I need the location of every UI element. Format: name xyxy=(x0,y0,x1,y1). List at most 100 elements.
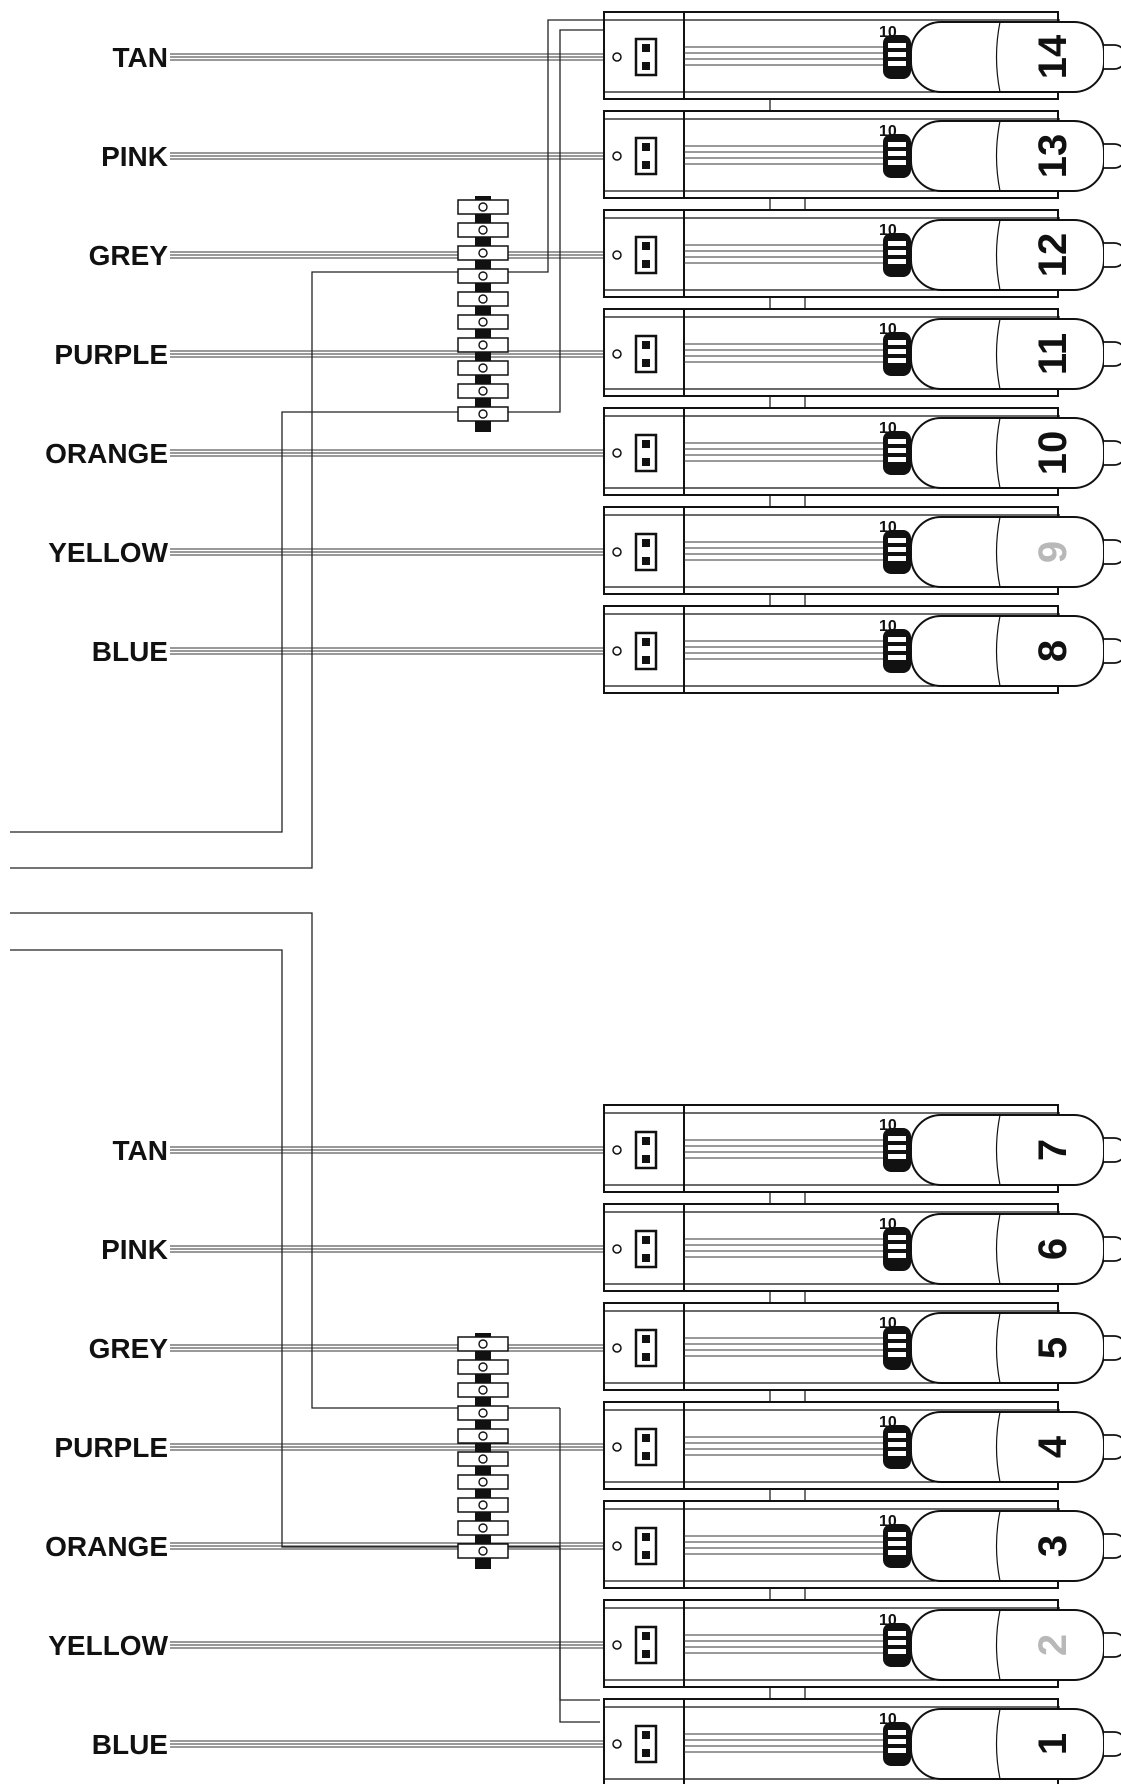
plug-pin xyxy=(642,539,650,547)
plug-pin xyxy=(642,1353,650,1361)
mount-hole xyxy=(612,349,622,359)
lamp-seam xyxy=(995,21,1001,93)
terminal-strip-layer xyxy=(457,196,509,1569)
unit-number-11: 11 xyxy=(1031,333,1075,375)
plug-pin xyxy=(642,1731,650,1739)
plug-pin xyxy=(642,1650,650,1658)
lamp-seam xyxy=(995,417,1001,489)
terminal-screw xyxy=(478,271,488,281)
plug-pin xyxy=(642,161,650,169)
lamp-seam xyxy=(995,318,1001,390)
socket-slot xyxy=(888,358,906,363)
lamp-tip xyxy=(1104,638,1121,664)
socket-slot xyxy=(888,349,906,354)
terminal-screw xyxy=(478,1408,488,1418)
lamp-tip xyxy=(1104,341,1121,367)
mount-hole xyxy=(612,1244,622,1254)
socket-label: 10 xyxy=(879,123,897,140)
socket-slot xyxy=(888,1640,906,1645)
terminal-screw xyxy=(478,225,488,235)
plug-body xyxy=(634,1328,658,1368)
terminal-screw xyxy=(478,1546,488,1556)
socket-slot xyxy=(888,241,906,246)
socket-slot xyxy=(888,259,906,264)
mount-hole xyxy=(612,52,622,62)
wire-label-top-2: PINK xyxy=(101,141,168,172)
terminal-screw xyxy=(478,340,488,350)
socket-slot xyxy=(888,61,906,66)
lamp-cylinder xyxy=(910,318,1105,390)
lamp-cylinder xyxy=(910,615,1105,687)
plug-body xyxy=(634,433,658,473)
socket-slot xyxy=(888,1748,906,1753)
plug-body xyxy=(634,235,658,275)
terminal-screw xyxy=(478,1477,488,1487)
socket-label: 10 xyxy=(879,222,897,239)
plug-body xyxy=(634,136,658,176)
terminal-screw xyxy=(478,1523,488,1533)
lamp-unit-2: 102 xyxy=(603,1599,1121,1688)
unit-number-2: 2 xyxy=(1031,1634,1075,1656)
lamp-tip xyxy=(1104,1533,1121,1559)
mount-hole xyxy=(612,1541,622,1551)
socket-slot xyxy=(888,1145,906,1150)
socket-slot xyxy=(888,556,906,561)
lamp-unit-4: 104 xyxy=(603,1401,1121,1490)
lamp-cylinder xyxy=(910,120,1105,192)
wire-label-bottom-6: YELLOW xyxy=(48,1630,168,1661)
socket-slot xyxy=(888,340,906,345)
lamp-cylinder xyxy=(910,1510,1105,1582)
socket-slot xyxy=(888,1433,906,1438)
socket-slot xyxy=(888,547,906,552)
socket-slot xyxy=(888,538,906,543)
plug-pin xyxy=(642,1452,650,1460)
plug-pin xyxy=(642,62,650,70)
plug-pin xyxy=(642,1335,650,1343)
unit-number-5: 5 xyxy=(1031,1337,1075,1359)
terminal-screw xyxy=(478,294,488,304)
plug-pin xyxy=(642,458,650,466)
lamp-tip xyxy=(1104,44,1121,70)
plug-pin xyxy=(642,242,650,250)
plug-pin xyxy=(642,557,650,565)
lamp-cylinder xyxy=(910,1609,1105,1681)
lamp-tip xyxy=(1104,440,1121,466)
socket-slot xyxy=(888,160,906,165)
lamp-tip xyxy=(1104,1335,1121,1361)
wire-label-bottom-3: GREY xyxy=(89,1333,169,1364)
plug-pin xyxy=(642,143,650,151)
socket-slot xyxy=(888,43,906,48)
unit-number-8: 8 xyxy=(1031,640,1075,662)
socket-slot xyxy=(888,1442,906,1447)
mount-hole xyxy=(612,250,622,260)
plug-body xyxy=(634,334,658,374)
terminal-screw xyxy=(478,317,488,327)
lamp-cylinder xyxy=(910,1114,1105,1186)
plug-body xyxy=(634,1526,658,1566)
terminal-screw xyxy=(478,1500,488,1510)
socket-slot xyxy=(888,1532,906,1537)
mount-hole xyxy=(612,1739,622,1749)
terminal-screw xyxy=(478,1385,488,1395)
lamp-seam xyxy=(995,219,1001,291)
wire-label-top-6: YELLOW xyxy=(48,537,168,568)
terminal-screw xyxy=(478,409,488,419)
socket-slot xyxy=(888,151,906,156)
socket-label: 10 xyxy=(879,1711,897,1728)
socket-slot xyxy=(888,1631,906,1636)
lamp-unit-6: 106 xyxy=(603,1203,1121,1292)
lamp-seam xyxy=(995,1708,1001,1780)
mount-hole xyxy=(612,1343,622,1353)
terminal-screw xyxy=(478,248,488,258)
unit-number-3: 3 xyxy=(1031,1535,1075,1557)
lamp-tip xyxy=(1104,1434,1121,1460)
lamp-cylinder xyxy=(910,1312,1105,1384)
socket-slot xyxy=(888,1154,906,1159)
socket-slot xyxy=(888,637,906,642)
lamp-seam xyxy=(995,1411,1001,1483)
plug-pin xyxy=(642,1749,650,1757)
socket-slot xyxy=(888,457,906,462)
socket-slot xyxy=(888,1451,906,1456)
plug-pin xyxy=(642,656,650,664)
